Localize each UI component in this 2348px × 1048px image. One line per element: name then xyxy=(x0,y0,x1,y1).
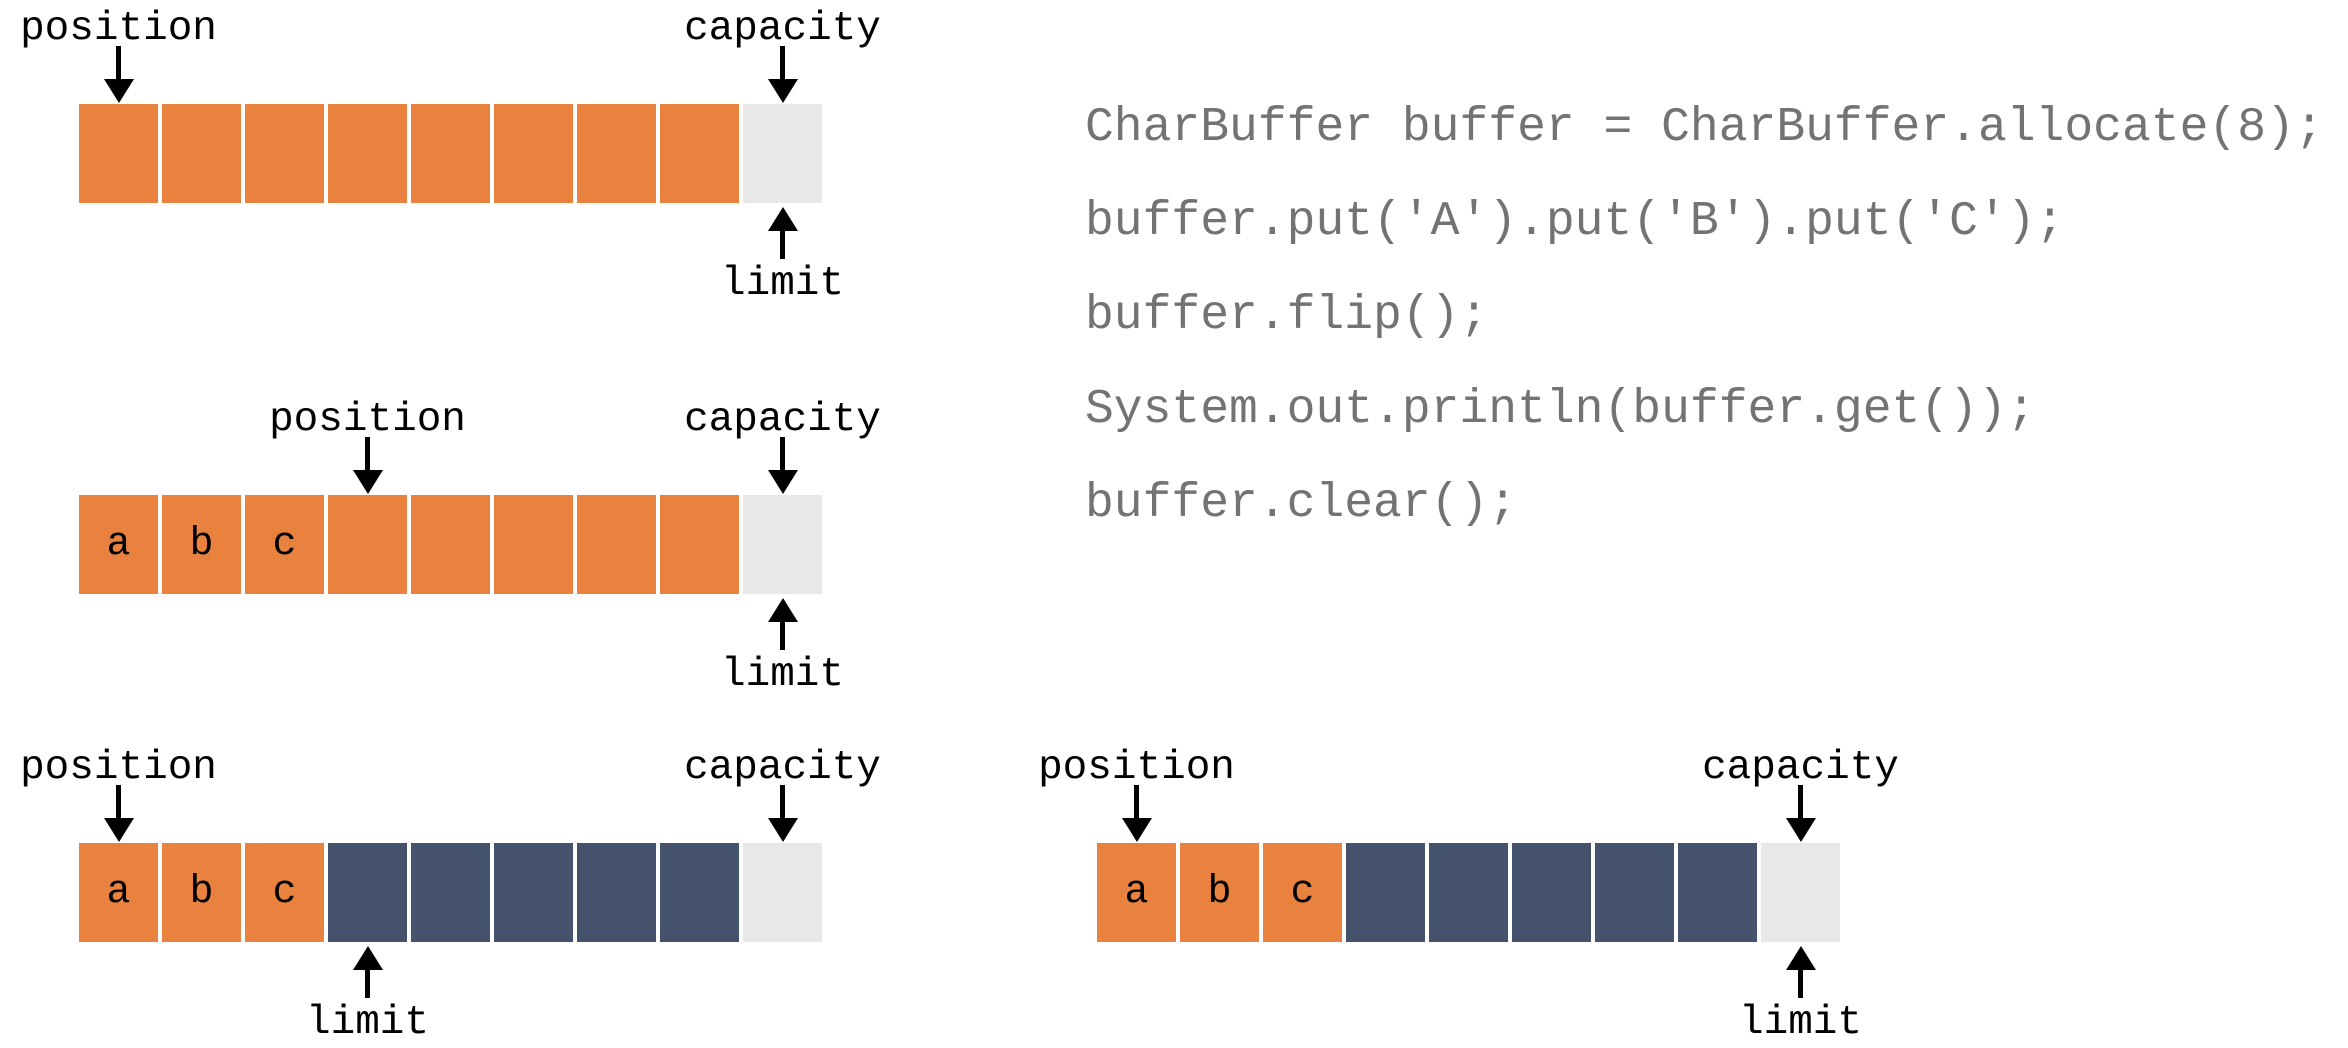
buffer-cells xyxy=(79,104,822,203)
buffer-cell-filled xyxy=(494,495,573,594)
buffer-cell-c: c xyxy=(1263,843,1342,942)
capacity-arrow-icon xyxy=(765,46,801,103)
arrow-shaft xyxy=(365,437,370,470)
capacity-arrow-icon xyxy=(765,437,801,494)
capacity-label: capacity xyxy=(684,397,881,443)
buffer-cell-after-limit xyxy=(577,843,656,942)
arrow-head xyxy=(767,598,798,622)
limit-arrow-icon xyxy=(765,598,801,650)
limit-label: limit xyxy=(305,1000,430,1046)
buffer-cell-after-limit xyxy=(411,843,490,942)
code-line-flip: buffer.flip(); xyxy=(1085,289,1489,343)
capacity-label: capacity xyxy=(684,745,881,791)
arrow-head xyxy=(352,946,383,970)
code-line-allocate: CharBuffer buffer = CharBuffer.allocate(… xyxy=(1085,101,2324,155)
arrow-shaft xyxy=(365,970,370,998)
buffer-cell-after-limit xyxy=(494,843,573,942)
buffer-cell-c: c xyxy=(245,843,324,942)
buffer-cell-filled xyxy=(79,104,158,203)
position-arrow-icon xyxy=(1119,785,1155,842)
arrow-head xyxy=(1121,818,1152,842)
arrow-head xyxy=(1785,818,1816,842)
capacity-label: capacity xyxy=(684,6,881,52)
capacity-arrow-icon xyxy=(1783,785,1819,842)
buffer-cell-b: b xyxy=(162,843,241,942)
buffer-cell-after-limit xyxy=(660,843,739,942)
arrow-head xyxy=(103,79,134,103)
arrow-head xyxy=(767,79,798,103)
limit-label: limit xyxy=(720,652,845,698)
buffer-cell-a: a xyxy=(79,495,158,594)
arrow-shaft xyxy=(780,46,785,79)
buffer-cell-filled xyxy=(162,104,241,203)
position-arrow-icon xyxy=(101,46,137,103)
arrow-head xyxy=(103,818,134,842)
capacity-arrow-icon xyxy=(765,785,801,842)
buffer-cell-filled xyxy=(494,104,573,203)
buffer-cell-c: c xyxy=(245,495,324,594)
buffer-cell-after-limit xyxy=(1429,843,1508,942)
buffer-cell-unused xyxy=(1761,843,1840,942)
buffer-cell-filled xyxy=(660,104,739,203)
buffer-cell-filled xyxy=(411,104,490,203)
arrow-shaft xyxy=(1798,970,1803,998)
buffer-cell-unused xyxy=(743,495,822,594)
buffer-cell-after-limit xyxy=(1512,843,1591,942)
code-line-println-get: System.out.println(buffer.get()); xyxy=(1085,383,2036,437)
buffer-cell-after-limit xyxy=(1678,843,1757,942)
arrow-shaft xyxy=(780,622,785,650)
buffer-cell-after-limit xyxy=(1346,843,1425,942)
position-arrow-icon xyxy=(350,437,386,494)
arrow-shaft xyxy=(1134,785,1139,818)
buffer-cell-b: b xyxy=(162,495,241,594)
position-label: position xyxy=(20,745,217,791)
code-line-put: buffer.put('A').put('B').put('C'); xyxy=(1085,195,2065,249)
arrow-head xyxy=(767,470,798,494)
buffer-cell-filled xyxy=(411,495,490,594)
arrow-head xyxy=(1785,946,1816,970)
position-label: position xyxy=(1038,745,1235,791)
arrow-shaft xyxy=(116,46,121,79)
buffer-cell-unused xyxy=(743,104,822,203)
position-label: position xyxy=(269,397,466,443)
arrow-head xyxy=(352,470,383,494)
buffer-cell-filled xyxy=(577,495,656,594)
buffer-cell-filled xyxy=(660,495,739,594)
buffer-cell-a: a xyxy=(1097,843,1176,942)
buffer-cell-unused xyxy=(743,843,822,942)
buffer-cell-filled xyxy=(328,495,407,594)
limit-label: limit xyxy=(720,261,845,307)
arrow-shaft xyxy=(1798,785,1803,818)
buffer-cell-after-limit xyxy=(1595,843,1674,942)
arrow-head xyxy=(767,207,798,231)
limit-arrow-icon xyxy=(1783,946,1819,998)
position-label: position xyxy=(20,6,217,52)
buffer-cell-filled xyxy=(577,104,656,203)
buffer-cell-filled xyxy=(245,104,324,203)
buffer-cell-filled xyxy=(328,104,407,203)
code-line-clear: buffer.clear(); xyxy=(1085,477,1518,531)
arrow-shaft xyxy=(780,231,785,259)
capacity-label: capacity xyxy=(1702,745,1899,791)
limit-arrow-icon xyxy=(350,946,386,998)
buffer-cell-a: a xyxy=(79,843,158,942)
arrow-shaft xyxy=(780,785,785,818)
position-arrow-icon xyxy=(101,785,137,842)
buffer-cell-after-limit xyxy=(328,843,407,942)
limit-arrow-icon xyxy=(765,207,801,259)
code-listing: CharBuffer buffer = CharBuffer.allocate(… xyxy=(1085,104,2324,574)
arrow-shaft xyxy=(116,785,121,818)
arrow-head xyxy=(767,818,798,842)
arrow-shaft xyxy=(780,437,785,470)
buffer-cell-b: b xyxy=(1180,843,1259,942)
limit-label: limit xyxy=(1738,1000,1863,1046)
